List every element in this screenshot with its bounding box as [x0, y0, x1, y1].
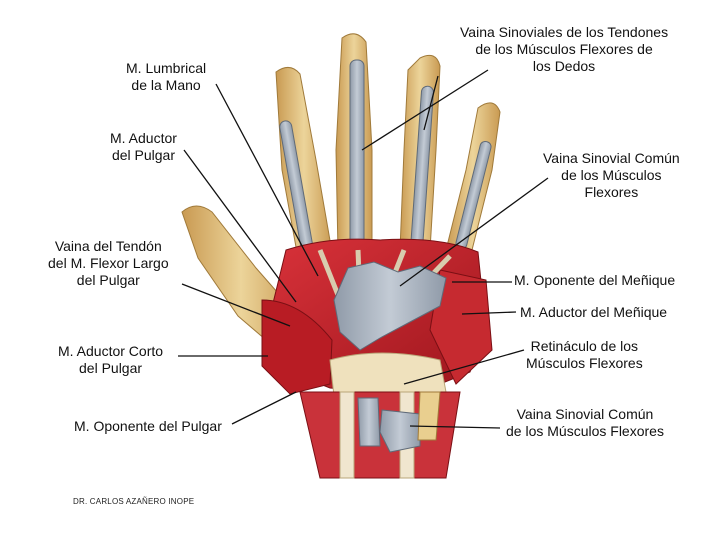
- label-line: Vaina Sinoviales de los Tendones: [460, 24, 669, 40]
- label-flexor-retinaculum: Retináculo de los Músculos Flexores: [526, 338, 643, 372]
- label-common-flexor-sheath-lower: Vaina Sinovial Común de los Músculos Fle…: [506, 406, 664, 440]
- label-line: del Pulgar: [76, 272, 140, 288]
- label-line: M. Oponente del Meñique: [514, 272, 676, 288]
- label-line: de los Músculos Flexores: [506, 423, 664, 439]
- label-line: Retináculo de los: [530, 338, 639, 354]
- label-line: Vaina del Tendón: [54, 238, 162, 254]
- wrist: [299, 391, 461, 479]
- label-adductor-digiti-minimi: M. Aductor del Meñique: [520, 304, 667, 321]
- label-line: Vaina Sinovial Común: [543, 150, 680, 166]
- label-lumbrical: M. Lumbrical de la Mano: [126, 60, 206, 94]
- label-line: M. Oponente del Pulgar: [74, 418, 222, 434]
- label-abductor-pollicis-brevis: M. Aductor Corto del Pulgar: [58, 343, 163, 377]
- label-line: Vaina Sinovial Común: [516, 406, 654, 422]
- label-line: del Pulgar: [79, 360, 143, 376]
- label-common-synovial-sheath: Vaina Sinovial Común de los Músculos Fle…: [543, 150, 680, 201]
- label-line: del Pulgar: [111, 147, 175, 163]
- label-line: M. Lumbrical: [126, 60, 207, 76]
- label-adductor-pollicis: M. Aductor del Pulgar: [110, 130, 177, 164]
- leader-lines: [178, 69, 549, 429]
- label-line: M. Aductor Corto: [58, 343, 164, 359]
- digital-sheaths: [279, 59, 492, 251]
- label-line: del M. Flexor Largo: [48, 255, 169, 271]
- label-line: de la Mano: [131, 77, 201, 93]
- label-opponens-digiti-minimi: M. Oponente del Meñique: [514, 272, 675, 289]
- label-line: M. Aductor del Meñique: [520, 304, 668, 320]
- label-line: M. Aductor: [110, 130, 177, 146]
- label-opponens-pollicis: M. Oponente del Pulgar: [74, 418, 222, 435]
- label-digital-synovial-sheaths: Vaina Sinoviales de los Tendones de los …: [460, 24, 668, 75]
- label-line: Músculos Flexores: [526, 355, 643, 371]
- label-line: Flexores: [584, 184, 639, 200]
- label-line: de los Músculos: [561, 167, 662, 183]
- label-line: los Dedos: [532, 58, 596, 74]
- author-credit: DR. CARLOS AZAÑERO INOPE: [73, 497, 195, 506]
- label-line: de los Músculos Flexores de: [475, 41, 653, 57]
- label-flexor-pollicis-longus-sheath: Vaina del Tendón del M. Flexor Largo del…: [48, 238, 169, 289]
- common-flexor-sheath: [333, 261, 447, 351]
